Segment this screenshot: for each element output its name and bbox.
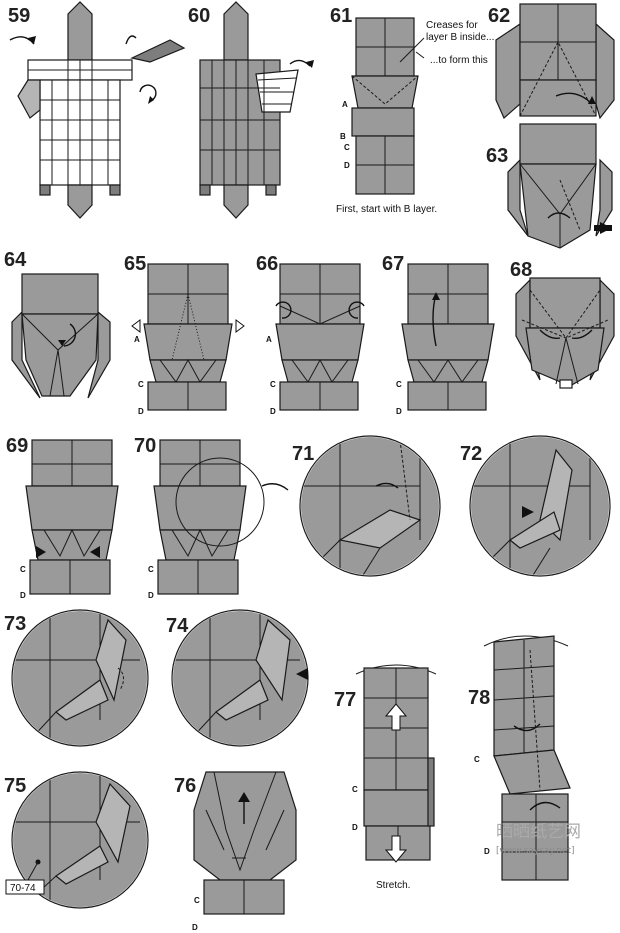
note-creases-line1: Creases for [426,20,478,31]
step-66-label-c: C [270,380,276,389]
step-69: 69 C D [6,435,118,600]
step-70: 70 C D [134,435,288,600]
step-number-67: 67 [382,253,404,275]
step-number-59: 59 [8,5,30,27]
step-number-75: 75 [4,775,26,797]
watermark-url: [www.saysay.net] [496,846,575,856]
step-66-label-d: D [270,407,276,416]
step-61-model [352,18,418,194]
watermark-chinese: 晒晒纸艺网 [496,822,581,842]
step-70-zoom-arrow [262,484,288,490]
step-number-68: 68 [510,259,532,281]
step-77-label-c: C [352,785,358,794]
step-61-label-c: C [344,143,350,152]
step-64-model [12,274,110,398]
step-65-label-d: D [138,407,144,416]
step-number-63: 63 [486,145,508,167]
step-number-71: 71 [292,443,314,465]
step-65: 65 A C D [124,253,244,416]
step-72: 72 [460,436,610,580]
ref-text-70-74: 70-74 [10,883,36,894]
step-76-label-d: D [192,923,198,932]
step-65-model [144,264,232,410]
step-60-arrow [290,60,310,66]
step-69-model [26,440,118,594]
step-67: 67 C D [382,253,494,416]
step-60-model [200,2,298,218]
step-69-label-d: D [20,591,26,600]
step-61-label-a: A [342,100,348,109]
step-77-model [356,665,436,860]
step-number-73: 73 [4,613,26,635]
step-71: 71 [292,436,440,580]
note-to-form: ...to form this [430,55,488,66]
step-73: 73 [4,610,152,750]
step-69-label-c: C [20,565,26,574]
step-65-label-c: C [138,380,144,389]
step-65-arrow-right [236,320,244,332]
step-number-77: 77 [334,689,356,711]
step-number-76: 76 [174,775,196,797]
step-77: 77 C D Stretch. [334,665,436,891]
step-number-64: 64 [4,249,27,271]
step-70-model [154,440,264,594]
step-59-arrow-right [126,36,136,44]
step-78-label-d: D [484,847,490,856]
step-78: 78 C D [468,636,570,880]
step-62-model [496,4,614,118]
step-number-65: 65 [124,253,146,275]
step-61-label-b: B [340,132,346,141]
step-68: 68 [510,259,614,388]
step-66-model [276,264,364,410]
step-59-model [18,2,132,218]
note-stretch: Stretch. [376,880,410,891]
step-59: 59 [8,2,184,218]
step-76: 76 C D [174,772,296,932]
step-63: 63 [486,124,612,248]
step-number-69: 69 [6,435,28,457]
step-66: 66 A C D [256,253,364,416]
step-number-78: 78 [468,687,490,709]
note-creases-line2: layer B inside... [426,32,494,43]
watermark: 晒晒纸艺网 [www.saysay.net] [496,822,581,856]
step-number-74: 74 [166,615,189,637]
step-68-model [516,278,614,388]
step-59-turn-arrow [140,85,156,100]
step-61-label-d: D [344,161,350,170]
step-67-label-d: D [396,407,402,416]
step-77-label-d: D [352,823,358,832]
step-67-label-c: C [396,380,402,389]
step-70-label-d: D [148,591,154,600]
step-61: 61 A B C D Creases for layer B inside...… [330,5,494,215]
step-75: 75 70-74 [4,772,152,912]
step-number-72: 72 [460,443,482,465]
step-78-model [484,636,570,880]
note-first-start: First, start with B layer. [336,204,437,215]
step-78-label-c: C [474,755,480,764]
step-number-60: 60 [188,5,210,27]
step-number-70: 70 [134,435,156,457]
step-65-label-a: A [134,335,140,344]
step-76-label-c: C [194,896,200,905]
step-66-label-a: A [266,335,272,344]
step-64: 64 [4,249,110,398]
step-60: 60 [188,2,314,218]
step-74: 74 [166,610,312,750]
step-70-label-c: C [148,565,154,574]
step-number-62: 62 [488,5,510,27]
step-67-model [402,264,494,410]
step-76-model [194,772,296,914]
step-62: 62 [488,4,614,118]
step-number-61: 61 [330,5,352,27]
step-65-arrow-left [132,320,140,332]
step-number-66: 66 [256,253,278,275]
step-59-flap [132,40,184,62]
